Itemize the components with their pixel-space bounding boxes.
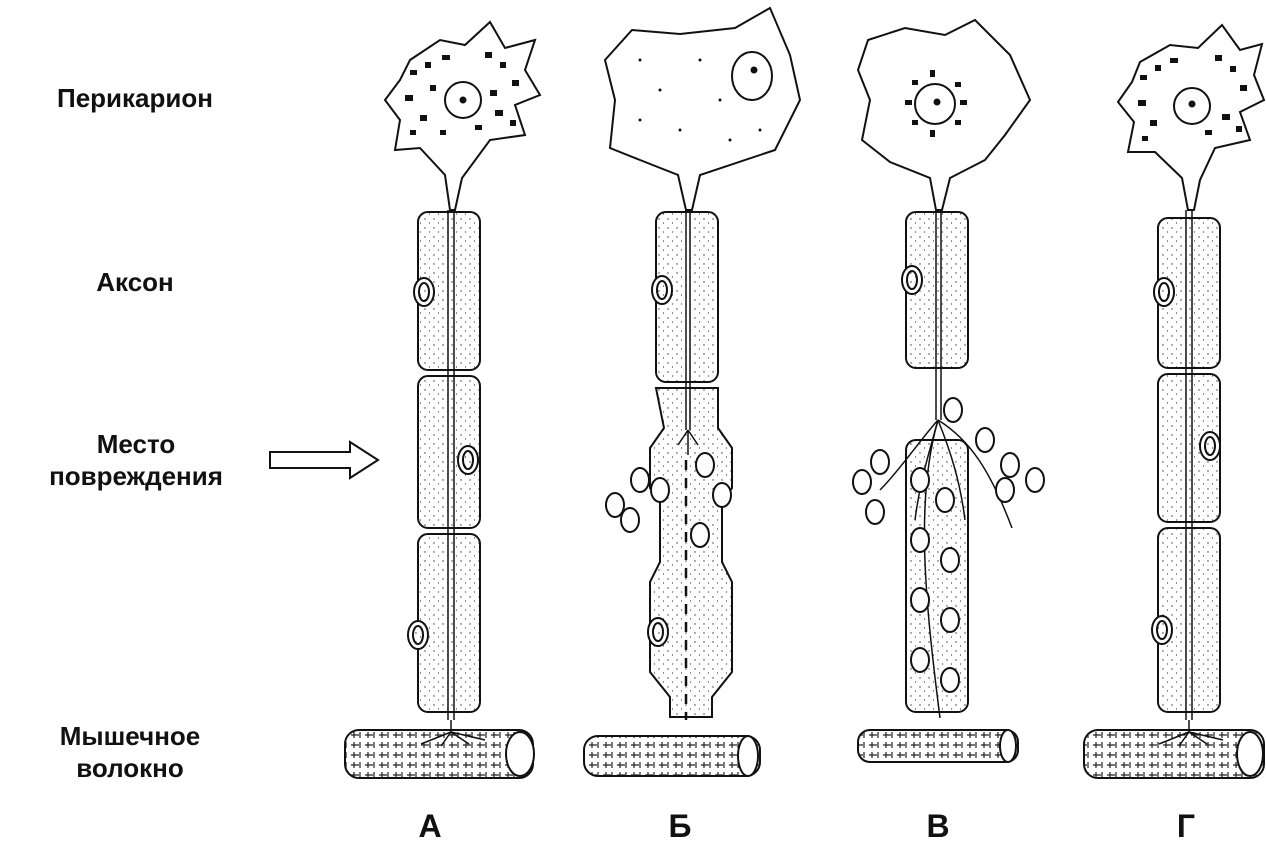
- neuron-panel-b: [584, 8, 800, 776]
- neuron-panel-d: [1084, 25, 1264, 778]
- perikaryon-b: [605, 8, 800, 210]
- neuron-panel-c: [853, 20, 1044, 762]
- muscle-fiber-c: [858, 730, 1018, 762]
- neuron-panel-a: [345, 22, 540, 778]
- muscle-fiber-b: [584, 736, 760, 776]
- arrow-right-icon: [270, 442, 378, 478]
- schwann-segment-a3: [418, 534, 480, 712]
- nucleus-b: [732, 52, 772, 100]
